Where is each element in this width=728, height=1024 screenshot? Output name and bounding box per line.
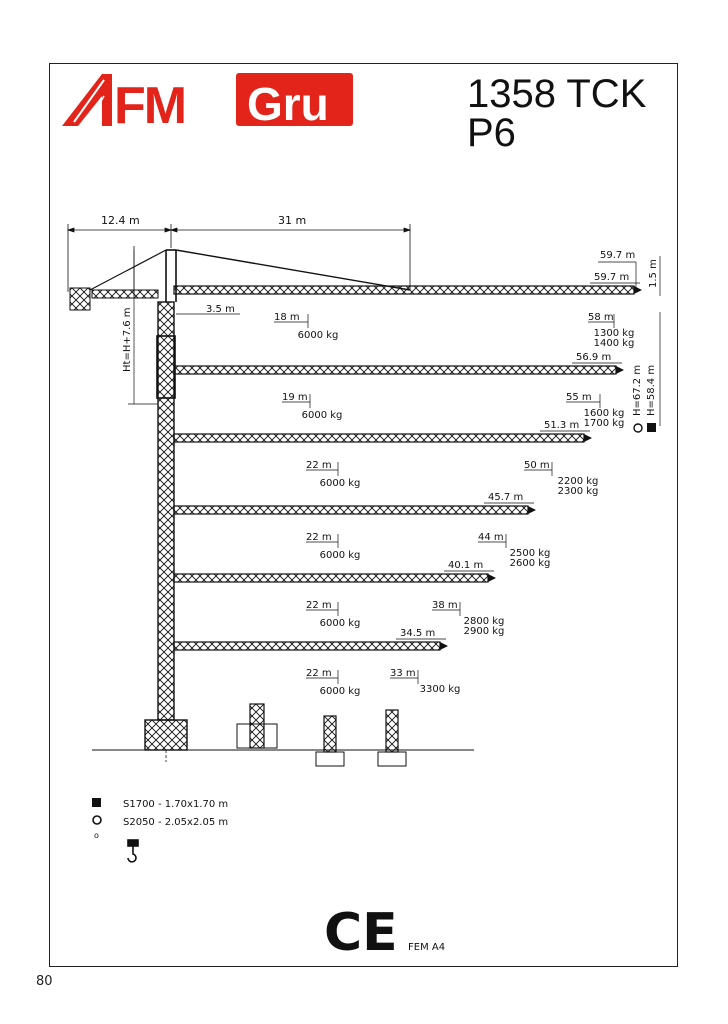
- jib-truss: [173, 433, 585, 443]
- logo-gru-box: [236, 73, 353, 126]
- mid-radius-label: 22 m: [306, 532, 332, 543]
- height-label-2: H=58.4 m: [646, 365, 657, 416]
- model-title: 1358 TCK: [467, 72, 647, 116]
- end-load-label-a: 1300 kg: [594, 328, 635, 339]
- logo-tower-mark: [62, 74, 112, 126]
- end-radius-label: 38 m: [432, 600, 458, 611]
- jib-tip: [634, 286, 642, 294]
- end-radius-label: 33 m: [390, 668, 416, 679]
- jib-tip: [440, 642, 448, 650]
- model-subtitle: P6: [467, 111, 516, 155]
- legend-item-2: S2050 - 2.05x2.05 m: [123, 817, 228, 828]
- mid-load-label: 6000 kg: [320, 686, 361, 697]
- jib-tip-length: 59.7 m: [600, 250, 635, 261]
- end-load-label-b: 1400 kg: [594, 338, 635, 349]
- jib-length-label: 34.5 m: [400, 628, 435, 639]
- jib-truss: [173, 365, 617, 375]
- end-load-label-a: 1600 kg: [584, 408, 625, 419]
- end-radius-label: 55 m: [566, 392, 592, 403]
- jib-tip: [528, 506, 536, 514]
- legend-item-1: S1700 - 1.70x1.70 m: [123, 799, 228, 810]
- jib-truss: [173, 573, 489, 583]
- top-dimensions: [66, 224, 412, 292]
- jib-length-label: 40.1 m: [448, 560, 483, 571]
- jib-truss: [173, 285, 635, 295]
- logo-gru-text: Gru: [247, 78, 329, 130]
- end-load-label-a: 2800 kg: [464, 616, 505, 627]
- page-frame: [49, 63, 678, 967]
- mid-load-label: 6000 kg: [302, 410, 343, 421]
- height-marker-square: [647, 423, 656, 432]
- end-radius-label: 44 m: [478, 532, 504, 543]
- counter-jib-length: 12.4 m: [101, 214, 140, 227]
- counter-jib-truss: [91, 289, 159, 299]
- head-height-label: Ht=H+7.6 m: [122, 307, 133, 372]
- end-radius-label: 58 m: [588, 312, 614, 323]
- end-load-label-a: 2500 kg: [510, 548, 551, 559]
- end-load-label-b: 1700 kg: [584, 418, 625, 429]
- end-load-label-b: 2300 kg: [558, 486, 599, 497]
- jib-truss: [173, 641, 441, 651]
- jib-config-6: 34.5 m 22 m 6000 kg 33 m 3300 kg: [173, 628, 461, 697]
- end-load-label-b: 2900 kg: [464, 626, 505, 637]
- mid-load-label: 6000 kg: [298, 330, 339, 341]
- jib-tip: [584, 434, 592, 442]
- foundation-block-1: [315, 715, 345, 767]
- jib-tip: [488, 574, 496, 582]
- mid-radius-label: 18 m: [274, 312, 300, 323]
- jib-truss: [173, 505, 529, 515]
- jib-tip: [616, 366, 624, 374]
- legend-item-3: o: [94, 831, 99, 840]
- height-marker-circle: [633, 423, 643, 433]
- logo-fm-text: FM: [114, 77, 185, 135]
- end-load-label-a: 3300 kg: [420, 684, 461, 695]
- offset-label: 3.5 m: [206, 304, 235, 315]
- height-label-1: H=67.2 m: [632, 365, 643, 416]
- fem-class: FEM A4: [408, 942, 445, 953]
- tower-base: [144, 719, 188, 751]
- end-load-label-b: 2600 kg: [510, 558, 551, 569]
- tie-span-length: 31 m: [278, 214, 306, 227]
- jib-length-label: 56.9 m: [576, 352, 611, 363]
- page-number: 80: [36, 974, 53, 989]
- tower-mast: [157, 301, 175, 721]
- hook-icon: [127, 839, 139, 863]
- mid-load-label: 6000 kg: [320, 550, 361, 561]
- tower-height-dimension: [128, 250, 158, 405]
- counter-jib: [69, 287, 159, 311]
- foundation-block-2: [377, 709, 407, 767]
- jib-length-label: 59.7 m: [594, 272, 629, 283]
- mid-load-label: 6000 kg: [320, 478, 361, 489]
- mid-radius-label: 22 m: [306, 668, 332, 679]
- mid-radius-label: 22 m: [306, 600, 332, 611]
- legend-square-icon: [92, 798, 101, 807]
- counterweight: [69, 287, 91, 311]
- end-load-label-a: 2200 kg: [558, 476, 599, 487]
- mid-radius-label: 22 m: [306, 460, 332, 471]
- jib-length-label: 45.7 m: [488, 492, 523, 503]
- ce-mark: CE: [324, 903, 398, 963]
- jib-tip-height: 1.5 m: [648, 259, 659, 288]
- mid-radius-label: 19 m: [282, 392, 308, 403]
- fm-gru-logo: FM Gru: [62, 73, 353, 135]
- mid-load-label: 6000 kg: [320, 618, 361, 629]
- base-type-2: [236, 703, 278, 749]
- end-radius-label: 50 m: [524, 460, 550, 471]
- legend-circle-icon: [92, 815, 102, 825]
- jib-length-label: 51.3 m: [544, 420, 579, 431]
